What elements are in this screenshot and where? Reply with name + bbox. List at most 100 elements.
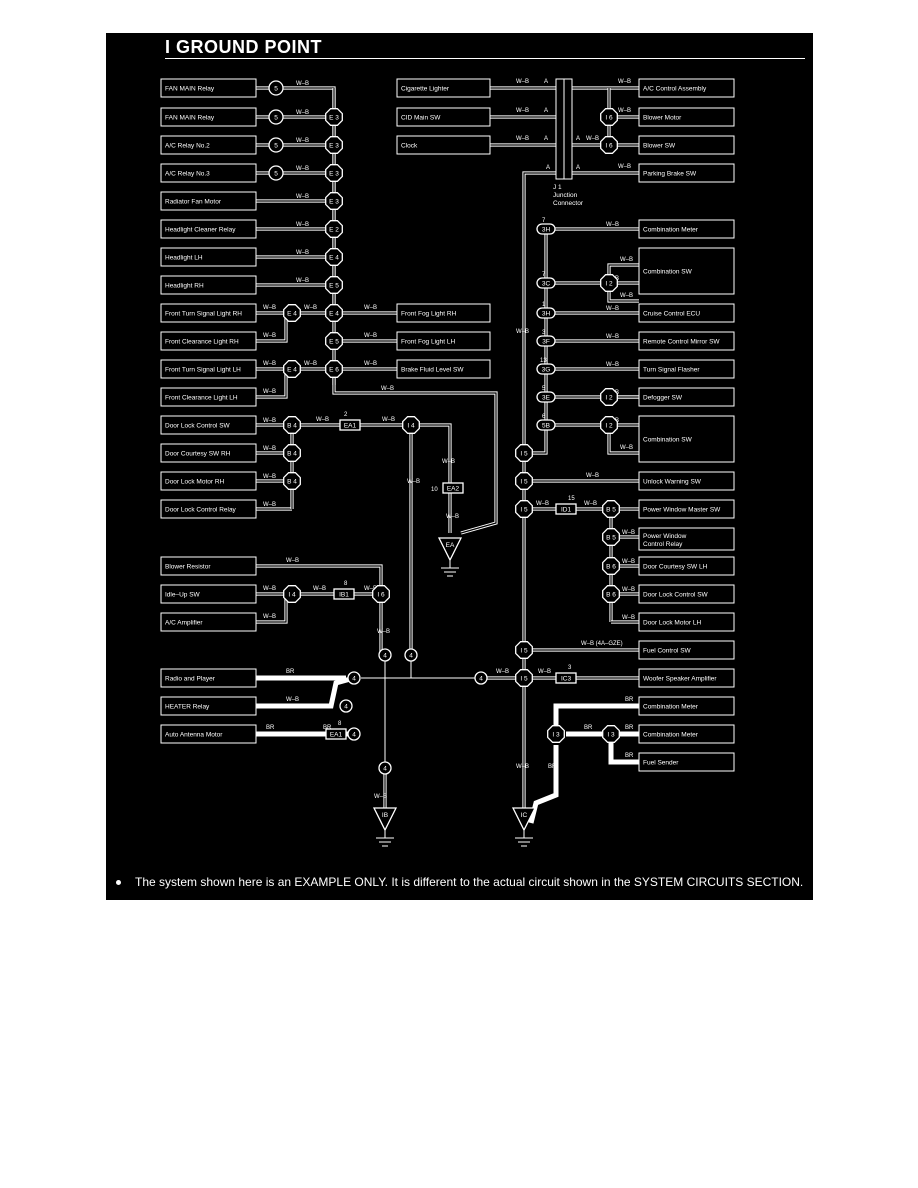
- connector-e5-a: [325, 276, 343, 294]
- clock-box: [396, 135, 491, 155]
- wire-color-label: W–B: [263, 586, 276, 592]
- left-box-14-box: [160, 471, 257, 491]
- wire-color-label: W–B: [586, 473, 599, 479]
- ic-ground-label: IC: [521, 812, 528, 819]
- connector-5d-label: 5: [274, 171, 278, 178]
- left-box-9-label: Front Clearance Light RH: [165, 339, 239, 346]
- ib-ground-label: IB: [382, 812, 388, 819]
- blower-sw-label: Blower SW: [643, 143, 676, 150]
- woofer-speaker-amplifier-box: [638, 668, 735, 688]
- left-box2-1-label: Idle–Up SW: [165, 592, 201, 599]
- connector-i5-3-label: I 5: [520, 648, 528, 655]
- connector-ic3: [555, 672, 577, 684]
- wire-fc-lh-core: [256, 369, 287, 398]
- connector-e4-d: [283, 360, 301, 378]
- left-box2-2-box: [160, 612, 257, 632]
- wire-color-label: BR: [625, 725, 634, 731]
- power-window-control-relay-label-2: Control Relay: [643, 541, 683, 548]
- connector-i2-c-label: I 2: [605, 423, 613, 430]
- connector-e5-a-label: E 5: [329, 283, 339, 290]
- left-box-12-box: [160, 415, 257, 435]
- wire-color-label: W–B: [622, 530, 635, 536]
- connector-5c-label: 5: [274, 143, 278, 150]
- front-fog-light-lh-box: [396, 331, 491, 351]
- ground-point-diagram: W–B W–B W–B W–B W–B W–B W–B W–B W–B W–B W–B W–B W–B W…: [160, 78, 735, 847]
- pin-5: 5: [542, 386, 546, 392]
- connector-5d: [268, 165, 284, 181]
- wire-color-label: W–B: [618, 108, 631, 114]
- connector-b4-1-label: B 4: [287, 451, 297, 458]
- connector-e3-a-label: E 3: [329, 115, 339, 122]
- left-box-10-label: Front Turn Signal Light LH: [165, 367, 241, 374]
- wire-row-3-core: [256, 172, 335, 193]
- wire-color-label: W–B: [516, 108, 529, 114]
- left-box2-5-box: [160, 724, 257, 744]
- left-box-15-box: [160, 499, 257, 519]
- wire-color-label: W–B: [263, 305, 276, 311]
- wire-e6-ea-core: [333, 369, 497, 534]
- wire-color-label: W–B: [620, 257, 633, 263]
- unlock-warning-sw-box: [638, 471, 735, 491]
- woofer-speaker-amplifier-label: Woofer Speaker Amplifier: [643, 676, 717, 683]
- wire-color-label: W–B: [382, 417, 395, 423]
- cid-main-sw-box: [396, 107, 491, 127]
- junction-line2: Connector: [553, 200, 584, 207]
- left-box-12-label: Door Lock Control SW: [165, 423, 231, 430]
- connector-e5-b: [325, 332, 343, 350]
- wire-row-2-core: [256, 144, 335, 165]
- connector-i5-3: [515, 641, 533, 659]
- wire-color-label: W–B: [263, 333, 276, 339]
- wire-color-label: W–B: [263, 502, 276, 508]
- left-box-2-label: A/C Relay No.2: [165, 143, 210, 150]
- left-box2-5-label: Auto Antenna Motor: [165, 732, 223, 739]
- ea-ground-symbol: [437, 537, 463, 562]
- connector-e5-b-label: E 5: [329, 339, 339, 346]
- connector-e4-b-label: E 4: [329, 311, 339, 318]
- wire-color-label: W–B: [407, 479, 420, 485]
- wire-color-label: W–B (4A–GZE): [581, 641, 623, 647]
- cigarette-lighter-label: Cigarette Lighter: [401, 86, 450, 93]
- connector-i5-0: [515, 444, 533, 462]
- pin-3f: [536, 335, 556, 347]
- connector-ea2-label: EA2: [447, 485, 460, 492]
- connector-i6-a: [372, 585, 390, 603]
- wire-color-label: W–B: [516, 79, 529, 85]
- left-box-5-box: [160, 219, 257, 239]
- connector-i3-a-label: I 3: [552, 732, 560, 739]
- wire-color-label: W–B: [296, 81, 309, 87]
- connector-b-1: [602, 528, 620, 546]
- wire-color-label: W–B: [364, 333, 377, 339]
- wire-color-label: W–B: [536, 501, 549, 507]
- left-box-5-label: Headlight Cleaner Relay: [165, 227, 236, 234]
- wire-color-label: W–B: [496, 669, 509, 675]
- left-box2-0-box: [160, 556, 257, 576]
- connector-id1: [555, 503, 577, 515]
- wire-color-label: W–B: [296, 138, 309, 144]
- connector-e4-b: [325, 304, 343, 322]
- pin-3e: [536, 391, 556, 403]
- connector-i6-a-label: I 6: [377, 592, 385, 599]
- left-box-11-box: [160, 387, 257, 407]
- connector-ib1: [333, 588, 355, 600]
- front-fog-light-rh-box: [396, 303, 491, 323]
- left-box-13-box: [160, 443, 257, 463]
- wire-color-label: W–B: [606, 222, 619, 228]
- left-box2-3-box: [160, 668, 257, 688]
- connector-i4-a: [402, 416, 420, 434]
- ac-control-assembly-label: A/C Control Assembly: [643, 86, 707, 93]
- wire-color-label: W–B: [606, 362, 619, 368]
- connector-ea1-b: [325, 728, 347, 740]
- connector-i2-c: [600, 416, 618, 434]
- pin-3e-label: 3E: [542, 394, 551, 401]
- wire-color-label: W–B: [263, 446, 276, 452]
- combination-meter-3-box: [638, 724, 735, 744]
- connector-b4-2: [283, 472, 301, 490]
- connector-i5-2: [515, 500, 533, 518]
- wire-row-4-core: [256, 200, 335, 221]
- left-box-1-box: [160, 107, 257, 127]
- br-comb-meter: [553, 703, 639, 733]
- wire-color-label: W–B: [313, 586, 326, 592]
- pin-2: 2: [344, 412, 348, 418]
- connector-e4-a-label: E 4: [329, 255, 339, 262]
- wire-row-5: [256, 227, 336, 249]
